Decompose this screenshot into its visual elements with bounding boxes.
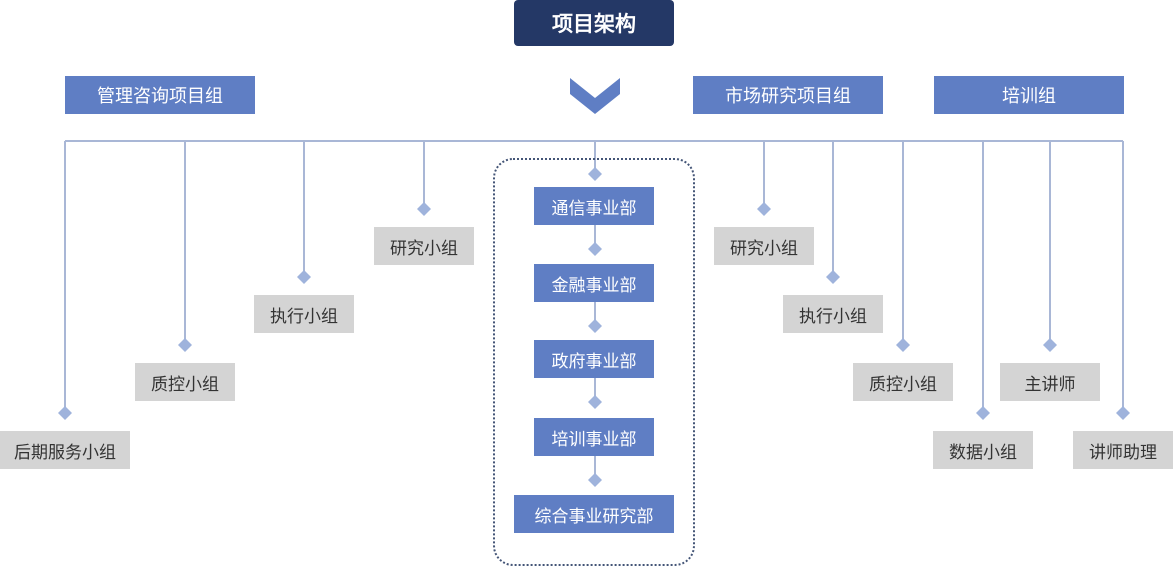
dept-finance: 金融事业部 (534, 264, 654, 302)
dept-government: 政府事业部 (534, 340, 654, 378)
left-subgroup-qc: 质控小组 (135, 363, 235, 401)
connector-diamond (588, 395, 602, 409)
right-subgroup-qc: 质控小组 (853, 363, 953, 401)
connector-diamond (58, 406, 72, 420)
connector-diamond (588, 167, 602, 181)
left-subgroup-research: 研究小组 (374, 227, 474, 265)
page-title: 项目架构 (514, 0, 674, 46)
connector-diamond (178, 338, 192, 352)
center-departments-frame (493, 158, 695, 566)
dept-training: 培训事业部 (534, 418, 654, 456)
right-subgroup-lecturer-assistant: 讲师助理 (1073, 431, 1173, 469)
connector-diamond (826, 270, 840, 284)
left-subgroup-after-service: 后期服务小组 (0, 431, 130, 469)
connector-diamond (588, 319, 602, 333)
connector-diamond (417, 202, 431, 216)
connector-diamond (757, 202, 771, 216)
connector-diamond (1043, 338, 1057, 352)
right-subgroup-execution: 执行小组 (783, 295, 883, 333)
dept-comprehensive-research: 综合事业研究部 (514, 495, 674, 533)
connector-diamond (976, 406, 990, 420)
connector-diamond (588, 473, 602, 487)
group-market: 市场研究项目组 (693, 76, 883, 114)
connector-diamond (588, 242, 602, 256)
right-subgroup-research: 研究小组 (714, 227, 814, 265)
connector-diamond (1116, 406, 1130, 420)
group-management: 管理咨询项目组 (65, 76, 255, 114)
connector-diamond (896, 338, 910, 352)
dept-telecom: 通信事业部 (534, 187, 654, 225)
right-subgroup-data: 数据小组 (933, 431, 1033, 469)
connector-diamond (297, 270, 311, 284)
group-training: 培训组 (934, 76, 1124, 114)
chevron-down-icon (570, 78, 620, 114)
left-subgroup-execution: 执行小组 (254, 295, 354, 333)
right-subgroup-lead-lecturer: 主讲师 (1000, 363, 1100, 401)
